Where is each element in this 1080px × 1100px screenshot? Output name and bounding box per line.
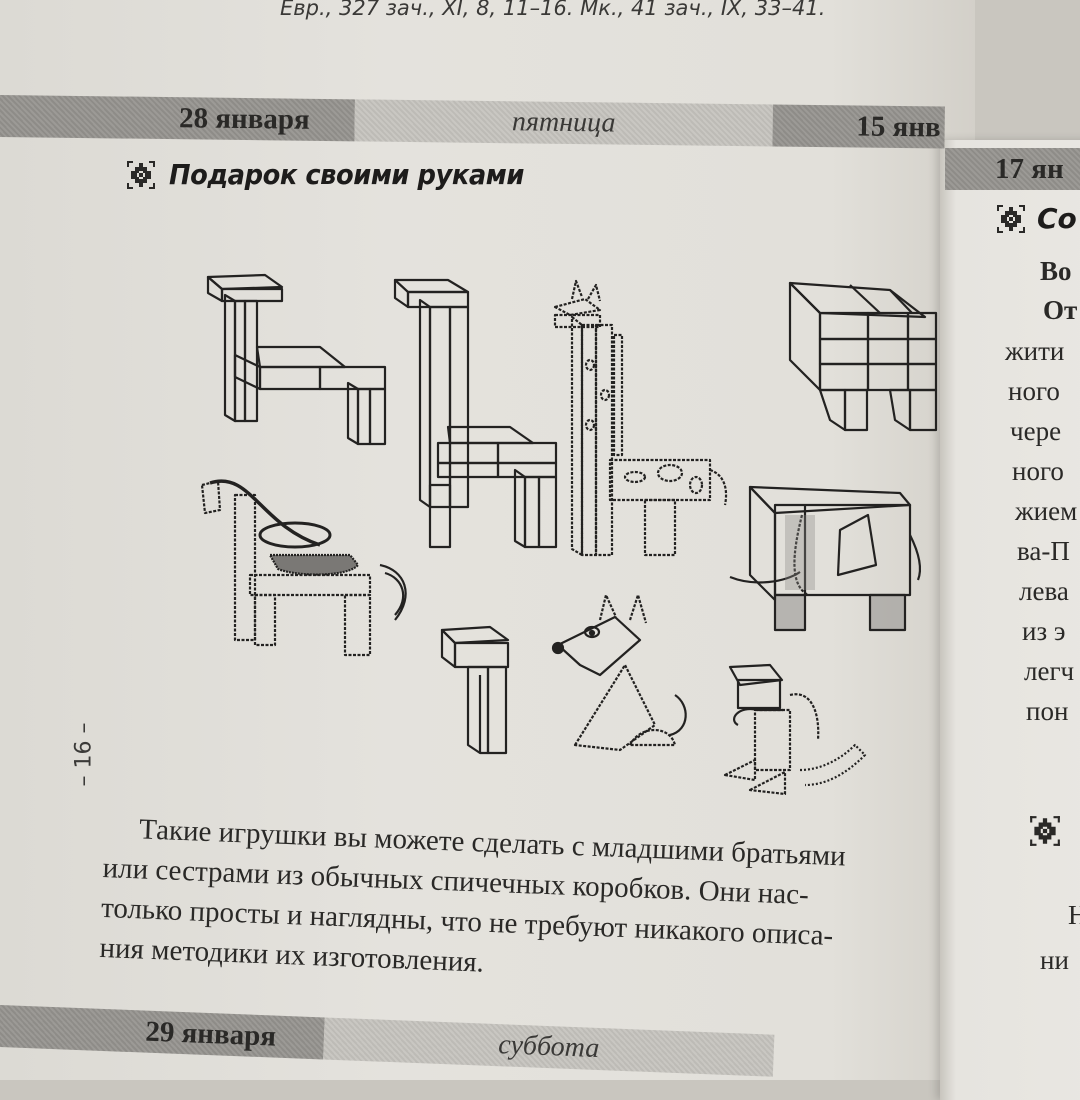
body-paragraph: Такие игрушки вы можете сделать с младши… [99, 808, 975, 1001]
section-heading: Подарок своими руками [125, 158, 555, 191]
right-text-line: легч [1024, 656, 1075, 686]
right-text-line: жити [1005, 336, 1065, 366]
right-text-line: чере [1010, 416, 1062, 446]
right-text-line: ва-П [1017, 536, 1070, 566]
right-header-date: 17 ян [995, 152, 1064, 185]
right-text-line: из э [1022, 616, 1066, 646]
right-text-line: ни [1040, 945, 1069, 975]
page-number: – 16 – [71, 722, 97, 787]
right-section-heading: Со [995, 202, 1077, 235]
right-text-line: пон [1026, 696, 1069, 726]
left-page [0, 0, 975, 1080]
illustration-panel [190, 255, 950, 796]
right-text-line: ного [1012, 456, 1064, 486]
right-page [940, 140, 1080, 1100]
ornament-icon [997, 204, 1025, 233]
right-text-line: жием [1015, 496, 1078, 526]
footer-weekday: суббота [497, 1029, 600, 1065]
right-text-line: ного [1008, 376, 1060, 406]
elephant-box-diagram [788, 281, 938, 432]
horse-box-diagram [206, 273, 387, 446]
squirrel-decorated [723, 663, 867, 796]
right-section-title: Со [1037, 202, 1077, 235]
scripture-reference: Евр., 327 зач., XI, 8, 11–16. Мк., 41 за… [280, 0, 826, 20]
dog-decorated [551, 593, 687, 752]
footer-date: 29 января [144, 1015, 277, 1053]
section-title: Подарок своими руками [169, 158, 524, 191]
right-bold-line: Во [1040, 256, 1072, 286]
ornament-icon [127, 160, 155, 189]
header-next-date: 15 янв [856, 109, 941, 143]
giraffe-decorated [553, 279, 728, 557]
dog-box-diagram [440, 625, 510, 755]
header-date: 28 января [178, 101, 310, 136]
right-text-line: лева [1019, 576, 1069, 606]
right-date-header-band: 17 ян [945, 148, 1080, 190]
elephant-decorated [729, 485, 921, 632]
ornament-icon [1030, 816, 1060, 846]
right-text-line: Н [1068, 900, 1080, 930]
giraffe-box-diagram [393, 278, 558, 549]
header-weekday: пятница [511, 106, 616, 139]
horse-decorated [200, 479, 407, 657]
right-bold-line: От [1043, 295, 1078, 325]
